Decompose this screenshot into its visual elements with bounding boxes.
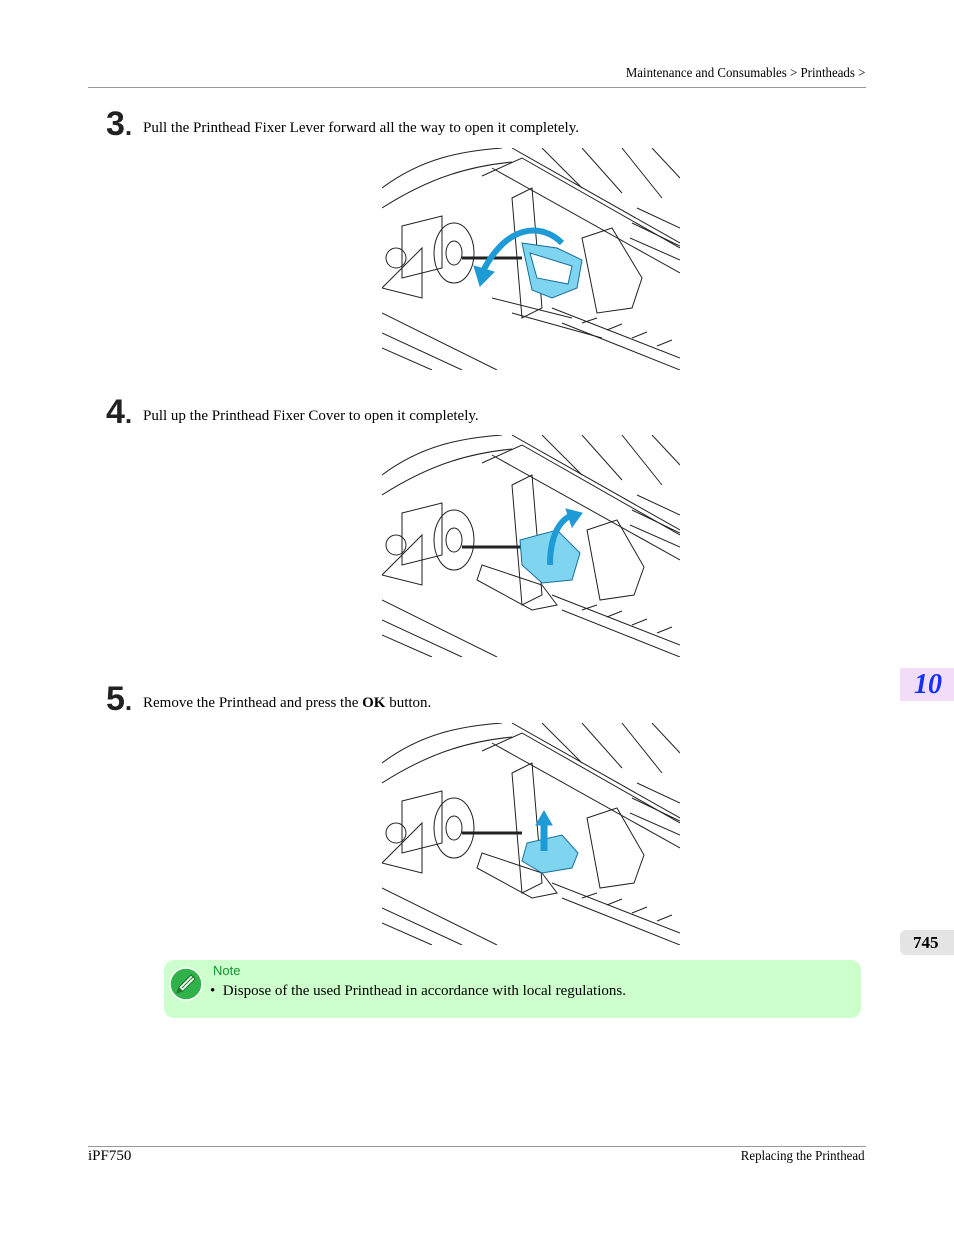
header-rule — [88, 87, 866, 88]
step-number-5: 5. — [106, 680, 133, 718]
step-text-3: Pull the Printhead Fixer Lever forward a… — [143, 120, 579, 136]
illustration-open-fixer-lever — [382, 148, 680, 370]
pencil-note-icon — [169, 967, 203, 1001]
page-number-tab: 745 — [900, 930, 954, 955]
footer-model: iPF750 — [88, 1148, 132, 1164]
page-number: 745 — [913, 933, 939, 952]
illustration-open-fixer-cover — [382, 435, 680, 657]
step-text-5: Remove the Printhead and press the OK bu… — [143, 695, 432, 711]
breadcrumb: Maintenance and Consumables > Printheads… — [625, 66, 865, 81]
footer-section-title: Replacing the Printhead — [741, 1149, 865, 1164]
note-title: Note — [213, 963, 241, 978]
illustration-remove-printhead — [382, 723, 680, 945]
step-text-4: Pull up the Printhead Fixer Cover to ope… — [143, 408, 479, 424]
chapter-number: 10 — [914, 669, 942, 700]
step-number-3: 3. — [106, 105, 133, 143]
note-box: Note • Dispose of the used Printhead in … — [164, 960, 861, 1018]
note-item: • Dispose of the used Printhead in accor… — [210, 983, 626, 999]
chapter-tab[interactable]: 10 — [900, 668, 954, 701]
footer-rule — [88, 1146, 866, 1147]
ok-button-label: OK — [362, 695, 386, 711]
step-number-4: 4. — [106, 393, 133, 431]
